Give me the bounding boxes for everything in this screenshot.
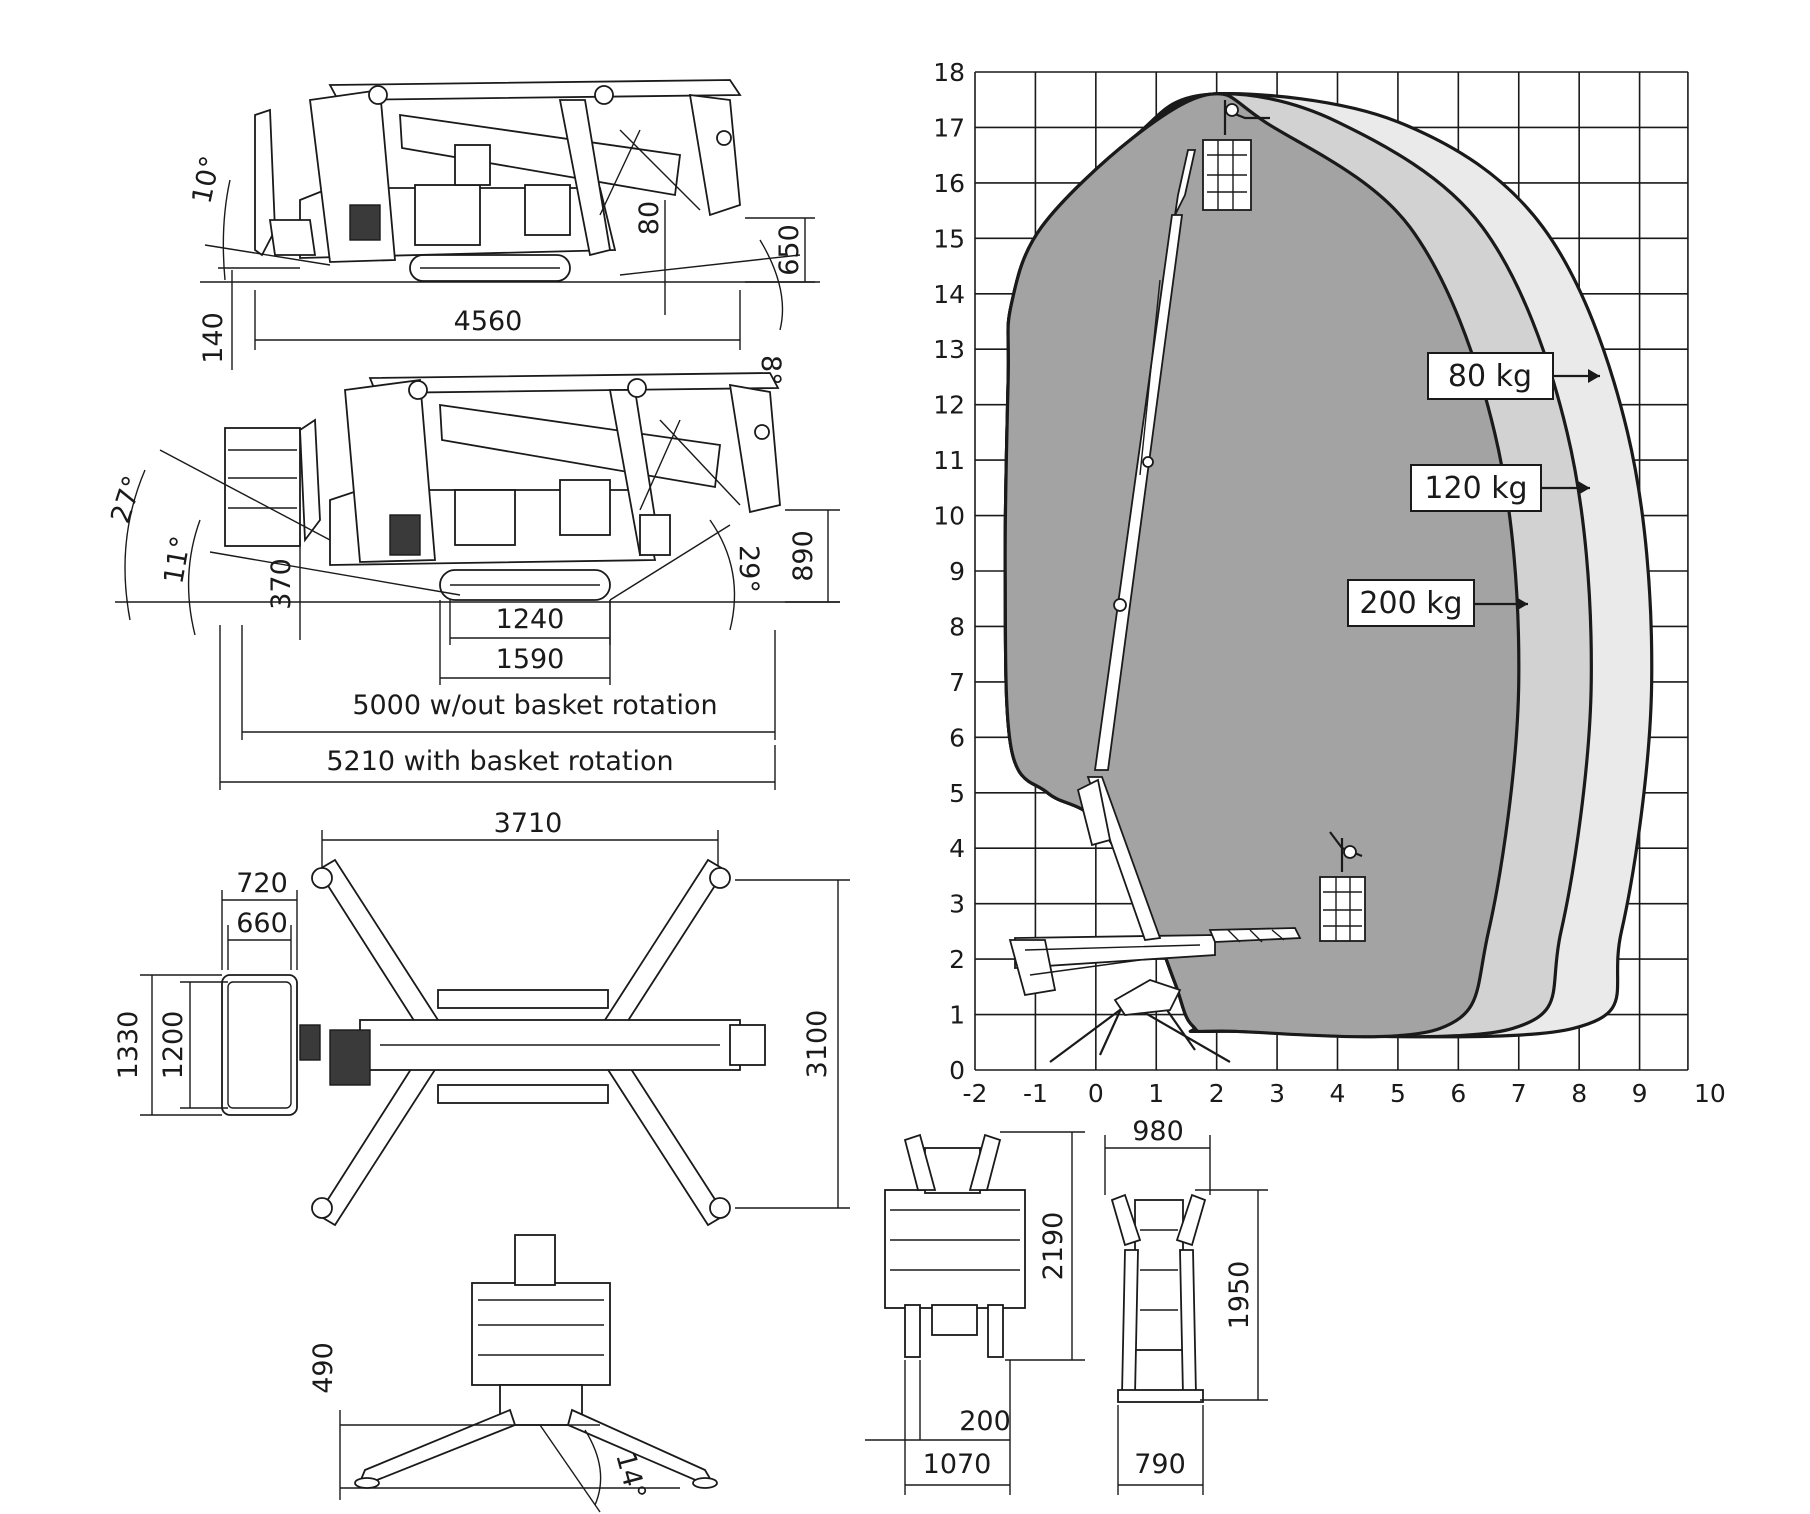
- y-tick-label: 14: [933, 280, 965, 309]
- y-tick-label: 11: [933, 446, 965, 475]
- load-label-80kg-text: 80 kg: [1448, 359, 1532, 394]
- y-tick-label: 18: [933, 58, 965, 87]
- dim-4560: 4560: [454, 306, 523, 337]
- y-tick-label: 7: [949, 668, 965, 697]
- y-tick-label: 17: [933, 113, 965, 142]
- x-tick-label: 9: [1632, 1079, 1648, 1108]
- y-tick-label: 1: [949, 1001, 965, 1030]
- angle-29-label: 29°: [733, 545, 764, 593]
- dim-790: 790: [1134, 1449, 1186, 1480]
- dim-3710: 3710: [494, 808, 563, 839]
- dim-370: 370: [266, 558, 297, 610]
- y-tick-label: 16: [933, 169, 965, 198]
- y-tick-label: 3: [949, 890, 965, 919]
- y-tick-label: 9: [949, 557, 965, 586]
- side-view-stowed: 10° 8° 650 80 140 4560: [187, 79, 820, 386]
- y-tick-label: 4: [949, 834, 965, 863]
- angle-27-label: 27°: [105, 472, 149, 527]
- dim-660: 660: [236, 908, 288, 939]
- rear-view: 490 14°: [308, 1234, 718, 1513]
- y-tick-label: 12: [933, 391, 965, 420]
- y-tick-label: 13: [933, 335, 965, 364]
- dim-200: 200: [959, 1406, 1011, 1437]
- dim-1240: 1240: [496, 604, 565, 635]
- y-tick-label: 8: [949, 612, 965, 641]
- load-label-80kg: 80 kg: [1427, 352, 1600, 400]
- top-view-outriggers: 3710 720 660 1330 1200 3100: [113, 808, 850, 1227]
- dim-5210-label: 5210 with basket rotation: [326, 746, 673, 777]
- x-tick-label: 1: [1148, 1079, 1164, 1108]
- front-view: 2190 200 1070: [865, 1131, 1085, 1495]
- front-view-narrow: 980 1950 790: [1104, 1116, 1268, 1495]
- x-tick-label: 10: [1694, 1079, 1726, 1108]
- dim-1590: 1590: [496, 644, 565, 675]
- angle-11-label: 11°: [158, 534, 197, 587]
- load-label-200kg-text: 200 kg: [1359, 586, 1462, 621]
- dim-2190: 2190: [1038, 1212, 1069, 1281]
- load-label-120kg-text: 120 kg: [1424, 471, 1527, 506]
- dim-1200: 1200: [158, 1011, 189, 1080]
- dim-1330: 1330: [113, 1011, 144, 1080]
- y-tick-label: 10: [933, 502, 965, 531]
- dim-490: 490: [308, 1342, 339, 1394]
- x-tick-label: 8: [1571, 1079, 1587, 1108]
- x-tick-label: 3: [1269, 1079, 1285, 1108]
- dim-5000-label: 5000 w/out basket rotation: [352, 690, 717, 721]
- side-view-basket: 27° 11° 29° 890 370 1240 1590 5000 w/out…: [105, 372, 840, 790]
- y-tick-label: 0: [949, 1056, 965, 1085]
- x-axis-ticks: -2 -1 0 1 2 3 4 5 6 7 8 9 10: [963, 1079, 1726, 1108]
- angle-10-label: 10°: [187, 153, 227, 206]
- y-tick-label: 2: [949, 945, 965, 974]
- dim-3100: 3100: [802, 1010, 833, 1079]
- envelope-200kg: [1003, 92, 1521, 1039]
- x-tick-label: -2: [963, 1079, 988, 1108]
- dim-650: 650: [774, 224, 805, 276]
- x-tick-label: 0: [1088, 1079, 1104, 1108]
- y-tick-label: 15: [933, 224, 965, 253]
- y-tick-label: 6: [949, 723, 965, 752]
- x-tick-label: 2: [1209, 1079, 1225, 1108]
- x-tick-label: 6: [1450, 1079, 1466, 1108]
- dim-140: 140: [198, 312, 229, 364]
- load-label-120kg: 120 kg: [1410, 464, 1590, 512]
- dim-1070: 1070: [923, 1449, 992, 1480]
- dim-890: 890: [788, 530, 819, 582]
- dim-1950: 1950: [1224, 1261, 1255, 1330]
- x-tick-label: 7: [1511, 1079, 1527, 1108]
- dim-720: 720: [236, 868, 288, 899]
- dim-980: 980: [1132, 1116, 1184, 1147]
- y-tick-label: 5: [949, 779, 965, 808]
- x-tick-label: 4: [1330, 1079, 1346, 1108]
- load-label-200kg: 200 kg: [1347, 579, 1528, 627]
- dim-80: 80: [634, 201, 665, 235]
- x-tick-label: 5: [1390, 1079, 1406, 1108]
- machine-outline-in-chart: [1008, 100, 1366, 1063]
- x-tick-label: -1: [1023, 1079, 1048, 1108]
